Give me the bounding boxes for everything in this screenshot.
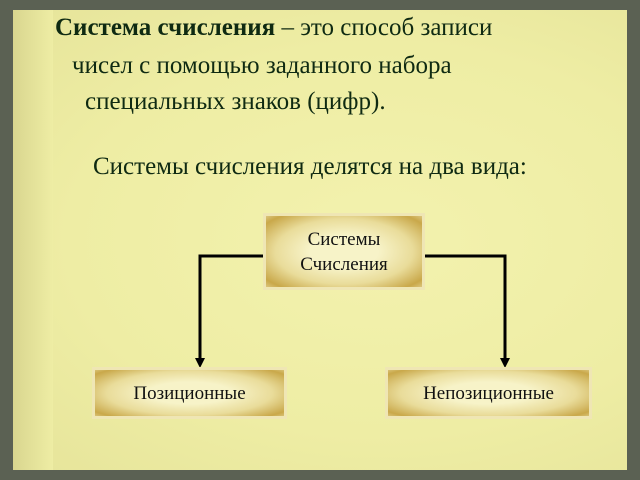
node-positional-label: Позиционные bbox=[133, 382, 246, 404]
arrowhead-left bbox=[195, 358, 205, 368]
node-nonpositional: Непозиционные bbox=[385, 367, 592, 419]
connector-left bbox=[198, 254, 263, 360]
decorative-edge bbox=[13, 10, 53, 470]
node-positional: Позиционные bbox=[92, 367, 287, 419]
definition-line-2: чисел с помощью заданного набора bbox=[72, 52, 452, 79]
root-node-line-1: Системы bbox=[307, 228, 381, 250]
root-node-line-2: Счисления bbox=[300, 253, 388, 275]
subtitle: Системы счисления делятся на два вида: bbox=[93, 153, 527, 180]
definition-term: Система счисления bbox=[55, 14, 276, 41]
definition-rest: – это способ записи bbox=[275, 14, 493, 41]
connector-right bbox=[425, 254, 507, 360]
definition-line-1: Система счисления – это способ записи bbox=[55, 14, 492, 42]
node-nonpositional-label: Непозиционные bbox=[423, 382, 554, 404]
arrowhead-right bbox=[500, 358, 510, 368]
definition-line-3: специальных знаков (цифр). bbox=[85, 88, 386, 115]
